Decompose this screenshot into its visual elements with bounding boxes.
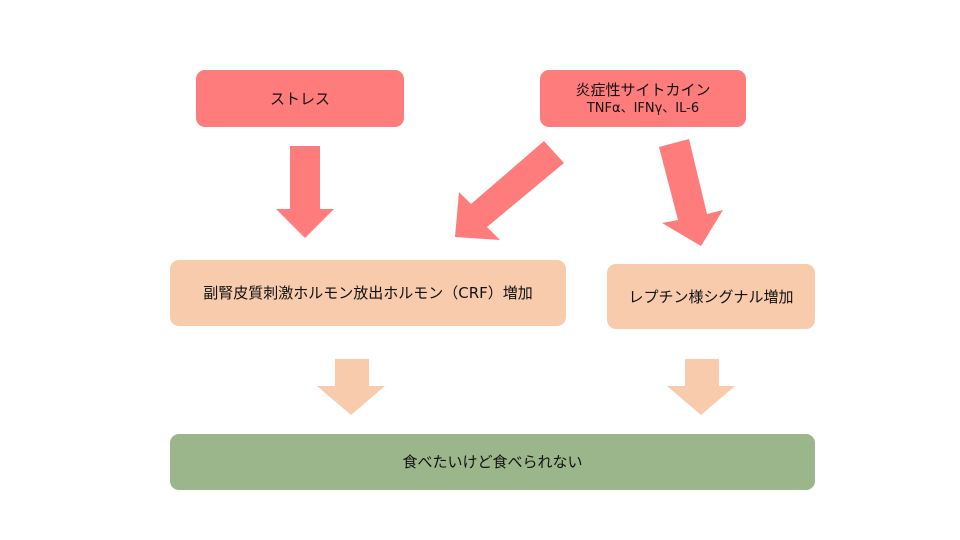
arrow-stress-to-crf xyxy=(276,146,334,238)
node-cytokine-sublabel: TNFα、IFNγ、IL-6 xyxy=(586,100,700,116)
arrow-crf-to-result xyxy=(317,359,385,415)
node-stress: ストレス xyxy=(196,70,404,127)
node-result: 食べたいけど食べられない xyxy=(170,434,815,490)
node-cytokine-label: 炎症性サイトカイン xyxy=(575,80,711,99)
arrow-cytokine-to-crf xyxy=(455,141,564,240)
node-stress-label: ストレス xyxy=(269,89,330,108)
node-leptin-label: レプチン様シグナル増加 xyxy=(628,287,794,306)
node-leptin-signal-increase: レプチン様シグナル増加 xyxy=(607,264,815,329)
arrow-leptin-to-result xyxy=(667,359,735,415)
arrow-cytokine-to-leptin xyxy=(659,139,723,246)
node-inflammatory-cytokine: 炎症性サイトカイン TNFα、IFNγ、IL-6 xyxy=(540,70,746,127)
node-crf-increase: 副腎皮質刺激ホルモン放出ホルモン（CRF）増加 xyxy=(170,260,566,326)
node-result-label: 食べたいけど食べられない xyxy=(402,453,583,471)
node-crf-label: 副腎皮質刺激ホルモン放出ホルモン（CRF）増加 xyxy=(203,284,533,302)
